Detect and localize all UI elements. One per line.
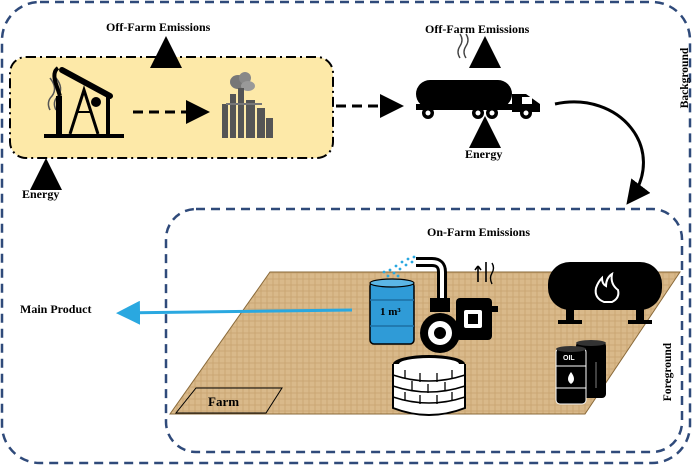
engine-icon [456, 262, 498, 340]
foreground-label: Foreground [662, 342, 674, 402]
arrow-main-product [116, 300, 353, 325]
refinery-icon [222, 72, 273, 138]
foreground-boundary [164, 207, 684, 454]
arrow-background-to-foreground [554, 100, 651, 205]
fuel-tank-icon [548, 262, 662, 324]
farm-label: Farm [208, 394, 240, 409]
oil-drum-label: OIL [563, 355, 575, 362]
tank-volume-label: 1 m³ [380, 306, 401, 318]
well-icon [392, 355, 466, 416]
background-label: Background [679, 47, 691, 109]
tanker-truck-icon [416, 33, 540, 119]
off-farm-emissions-label-truck: Off-Farm Emissions [425, 22, 530, 36]
water-spray [382, 255, 416, 278]
energy-label-truck: Energy [465, 147, 503, 161]
water-tank-icon [369, 278, 415, 345]
oil-pump-icon [44, 66, 124, 138]
main-product-label: Main Product [20, 302, 92, 316]
oil-drum-icon [555, 340, 606, 405]
on-farm-emissions-label: On-Farm Emissions [427, 225, 531, 239]
water-pump-icon [416, 257, 460, 353]
energy-label-left: Energy [22, 187, 60, 201]
off-farm-emissions-label-left: Off-Farm Emissions [106, 20, 211, 34]
farm-label-box [174, 387, 283, 414]
